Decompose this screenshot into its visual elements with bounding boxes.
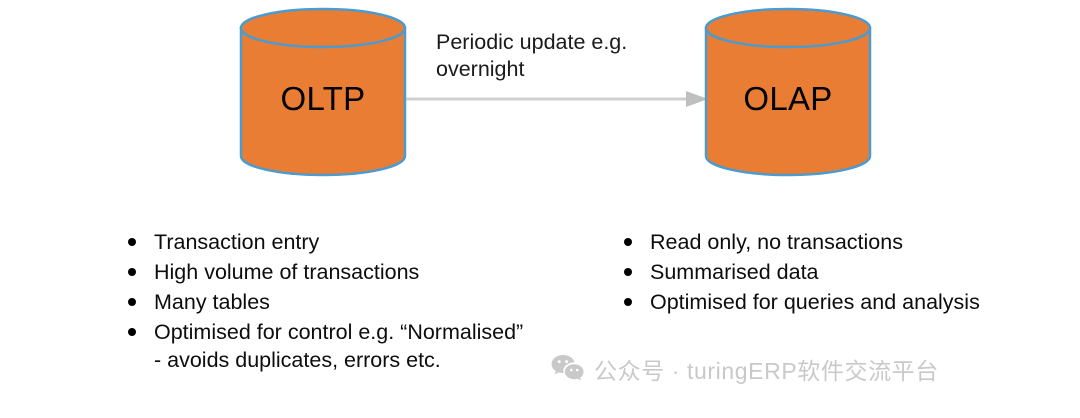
periodic-update-arrow-icon xyxy=(406,91,708,107)
list-item: Transaction entry xyxy=(126,228,526,256)
list-item: Optimised for queries and analysis xyxy=(622,288,1012,316)
list-item-text: Many tables xyxy=(154,290,270,314)
bullet-dot-icon xyxy=(624,238,632,246)
watermark: 公众号 · turingERP软件交流平台 xyxy=(551,352,939,386)
olap-label: OLAP xyxy=(743,80,833,117)
list-item-text: Optimised for control e.g. “Normalised” … xyxy=(154,320,524,372)
bullet-dot-icon xyxy=(624,298,632,306)
watermark-text: 公众号 · turingERP软件交流平台 xyxy=(594,358,939,384)
oltp-cylinder-node[interactable]: OLTP xyxy=(238,6,408,178)
bullet-dot-icon xyxy=(128,328,136,336)
list-item: Many tables xyxy=(126,288,526,316)
list-item-text: Optimised for queries and analysis xyxy=(650,290,980,314)
list-item-text: Transaction entry xyxy=(154,230,320,254)
olap-characteristics-list: Read only, no transactions Summarised da… xyxy=(622,228,1012,318)
oltp-label: OLTP xyxy=(280,80,366,117)
cylinder-shape-icon xyxy=(239,7,407,177)
list-item: Summarised data xyxy=(622,258,1012,286)
cylinder-shape-icon xyxy=(704,7,872,177)
list-item-text: Read only, no transactions xyxy=(650,230,903,254)
list-item: High volume of transactions xyxy=(126,258,526,286)
bullet-dot-icon xyxy=(128,268,136,276)
bullet-dot-icon xyxy=(128,238,136,246)
list-item-text: Summarised data xyxy=(650,260,819,284)
arrow-caption-label: Periodic update e.g. overnight xyxy=(436,30,628,81)
olap-cylinder-node[interactable]: OLAP xyxy=(703,6,873,178)
list-item: Read only, no transactions xyxy=(622,228,1012,256)
oltp-characteristics-list: Transaction entry High volume of transac… xyxy=(126,228,526,376)
bullet-dot-icon xyxy=(624,268,632,276)
bullet-dot-icon xyxy=(128,298,136,306)
list-item: Optimised for control e.g. “Normalised” … xyxy=(126,318,526,374)
list-item-text: High volume of transactions xyxy=(154,260,420,284)
wechat-icon xyxy=(551,355,584,381)
